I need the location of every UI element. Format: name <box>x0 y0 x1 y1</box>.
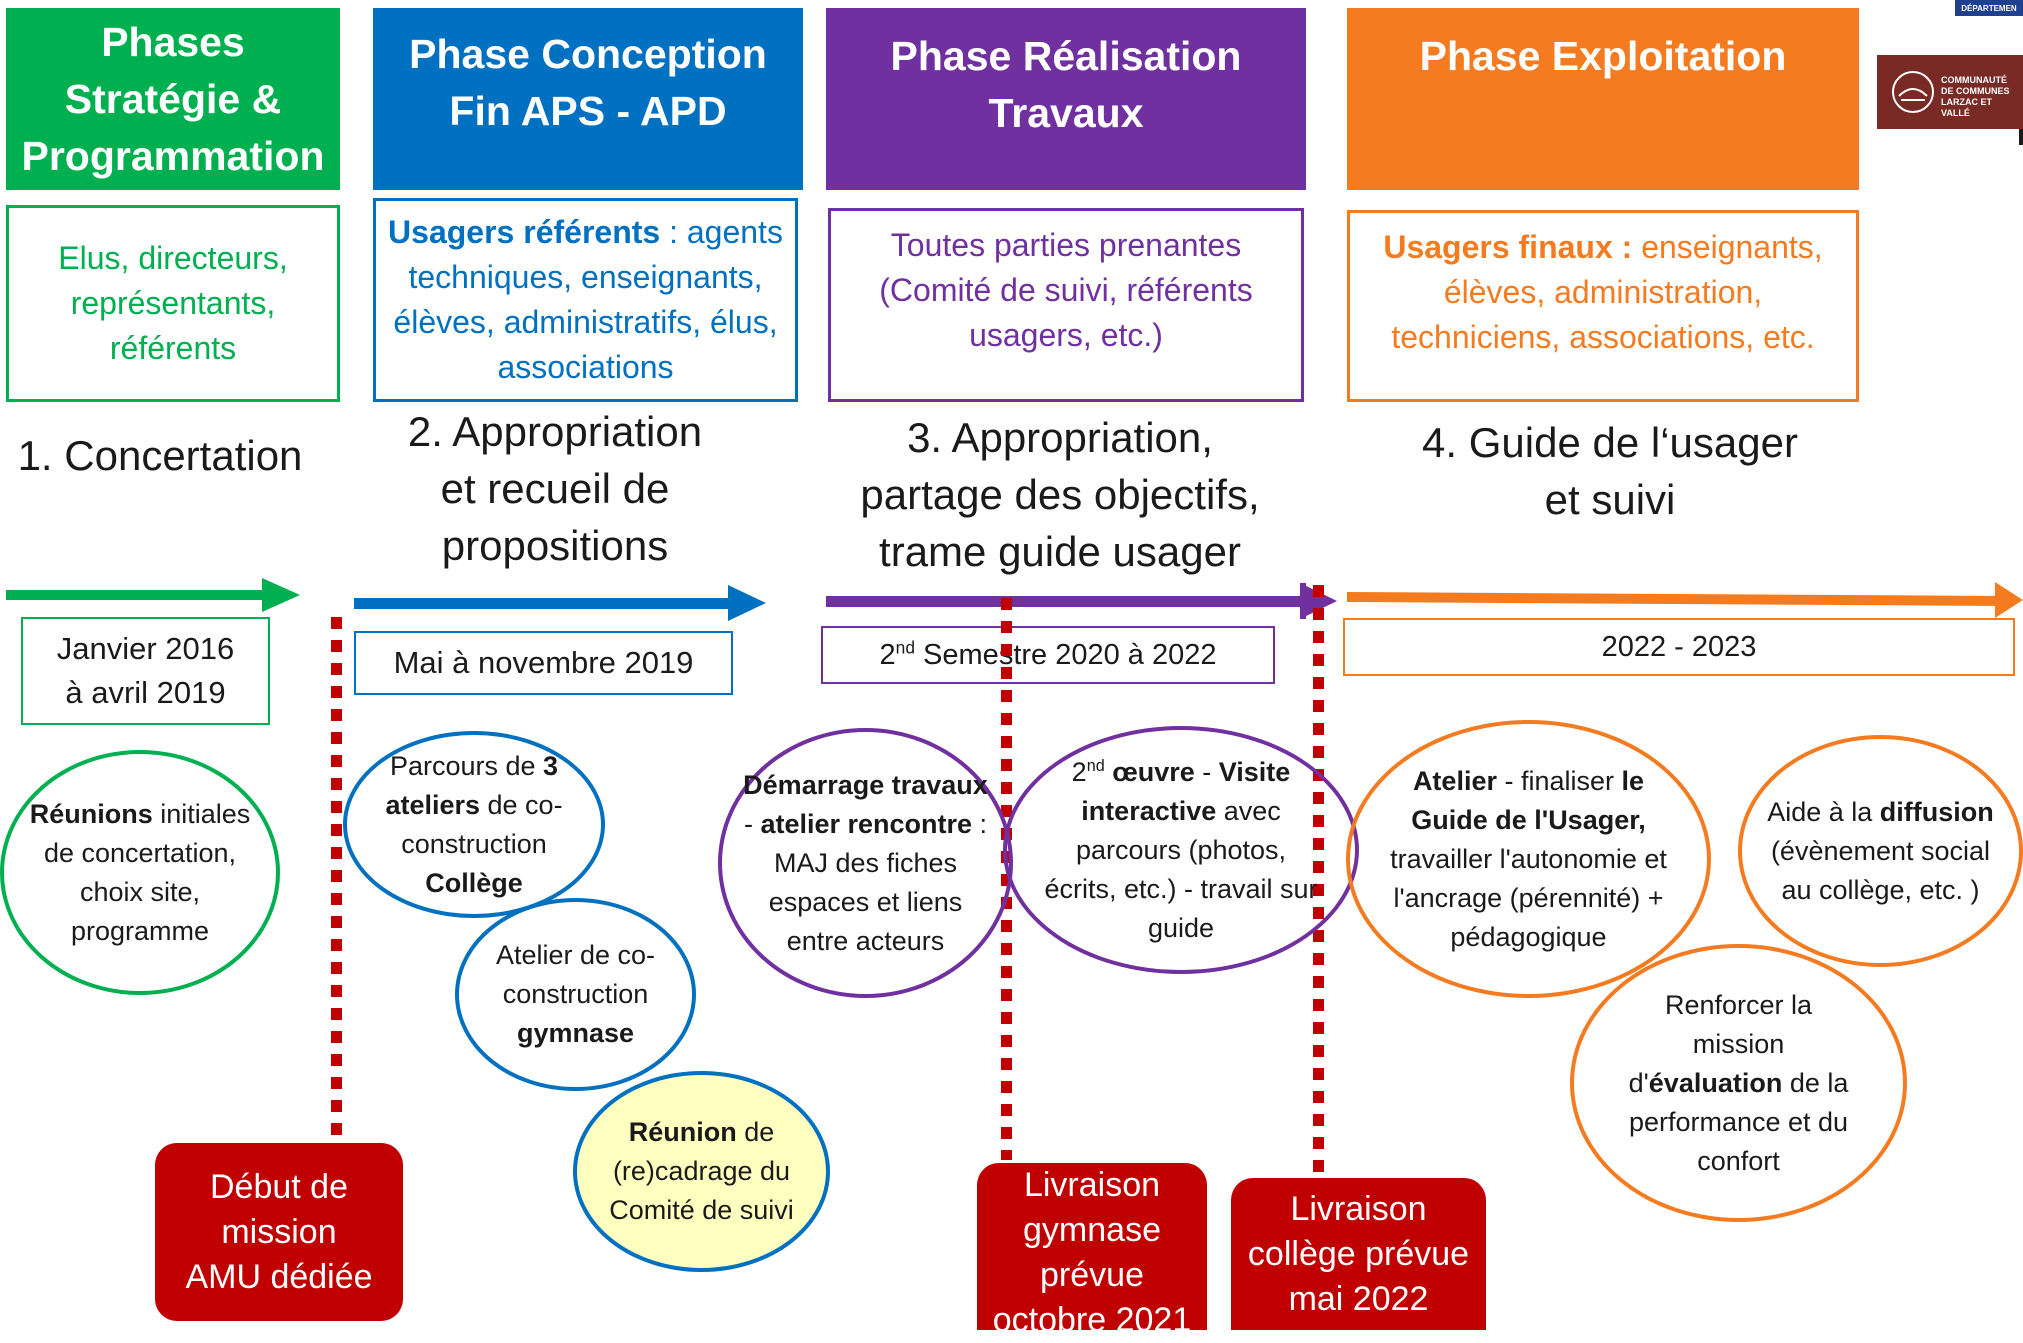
cc-logo-line2: DE COMMUNES <box>1941 86 2010 96</box>
period-strategie: Janvier 2016 à avril 2019 <box>21 617 270 725</box>
arrow-conception <box>354 585 766 621</box>
period-conception: Mai à novembre 2019 <box>354 631 733 695</box>
circle-atelier-gymnase: Atelier de co-construction gymnase <box>455 898 696 1091</box>
cc-logo-line3: LARZAC ET VALLÉ <box>1941 97 1992 118</box>
stakeholders-realisation: Toutes parties prenantes (Comité de suiv… <box>828 208 1304 402</box>
period-strategie-text: Janvier 2016 à avril 2019 <box>56 631 235 710</box>
stakeholders-strategie-text: Elus, directeurs, représentants, référen… <box>58 240 288 366</box>
stakeholders-conception-text: : agents techniques, enseignants, élèves… <box>393 214 783 385</box>
departement-logo-text: DÉPARTEMEN <box>1961 3 2017 13</box>
step-title-2: 2. Appropriation et recueil de propositi… <box>407 408 703 569</box>
departement-logo: DÉPARTEMEN <box>1955 0 2023 16</box>
stakeholders-strategie: Elus, directeurs, représentants, référen… <box>6 205 340 402</box>
stakeholders-realisation-text: Toutes parties prenantes (Comité de suiv… <box>879 227 1253 353</box>
milestone-line-mission <box>331 617 342 1145</box>
communaute-communes-logo: COMMUNAUTÉ DE COMMUNES LARZAC ET VALLÉ <box>1877 55 2023 129</box>
cc-logo-line1: COMMUNAUTÉ <box>1941 75 2007 85</box>
logo-bar <box>2019 129 2023 145</box>
phase-header-strategie: Phases Stratégie & Programmation <box>6 8 340 190</box>
stakeholders-exploitation: Usagers finaux : enseignants, élèves, ad… <box>1347 210 1859 402</box>
circle-demarrage-travaux: Démarrage travaux - atelier rencontre : … <box>718 728 1013 998</box>
period-realisation: 2nd Semestre 2020 à 2022 <box>821 626 1275 684</box>
cc-emblem-icon <box>1892 71 1934 113</box>
milestone-debut-mission: Début de mission AMU dédiée <box>155 1143 403 1321</box>
period-exploitation-text: 2022 - 2023 <box>1601 630 1757 663</box>
milestone-livraison-gymnase: Livraison gymnase prévue octobre 2021 <box>977 1163 1207 1339</box>
phase-header-conception: Phase Conception Fin APS - APD <box>373 8 803 190</box>
phase-header-exploitation: Phase Exploitation <box>1347 8 1859 190</box>
phase-header-realisation: Phase Réalisation Travaux <box>826 8 1306 190</box>
stakeholders-conception: Usagers référents : agents techniques, e… <box>373 198 798 402</box>
circle-aide-diffusion: Aide à la diffusion (évènement social au… <box>1738 735 2023 967</box>
arrow-realisation <box>826 583 1337 619</box>
period-conception-text: Mai à novembre 2019 <box>393 645 694 680</box>
circle-reunion-comite: Réunion de (re)cadrage du Comité de suiv… <box>573 1071 830 1272</box>
stakeholders-exploitation-text: enseignants, élèves, administration, tec… <box>1391 229 1823 355</box>
circle-visite-interactive: 2nd œuvre - Visite interactive avec parc… <box>1003 726 1359 974</box>
milestone-livraison-college: Livraison collège prévue mai 2022 <box>1231 1178 1486 1330</box>
circle-reunions-initiales: Réunions initiales de concertation, choi… <box>0 750 280 995</box>
arrow-strategie <box>6 578 300 612</box>
circle-ateliers-college: Parcours de 3 ateliers de co-constructio… <box>343 731 605 918</box>
period-exploitation: 2022 - 2023 <box>1343 618 2015 676</box>
arrow-exploitation <box>1347 582 2023 618</box>
step-title-3: 3. Appropriation, partage des objectifs,… <box>860 414 1260 575</box>
stakeholders-exploitation-bold: Usagers finaux : <box>1383 229 1633 265</box>
step-title-4: 4. Guide de l‘usager et suivi <box>1422 419 1798 523</box>
circle-atelier-guide: Atelier - finaliser le Guide de l'Usager… <box>1346 720 1711 998</box>
stakeholders-conception-bold: Usagers référents <box>388 214 661 250</box>
step-title-1: 1. Concertation <box>17 432 303 479</box>
timeline-arrows <box>6 578 2023 621</box>
circle-evaluation: Renforcer la mission d'évaluation de la … <box>1570 944 1907 1222</box>
period-realisation-text: 2nd Semestre 2020 à 2022 <box>879 636 1217 671</box>
